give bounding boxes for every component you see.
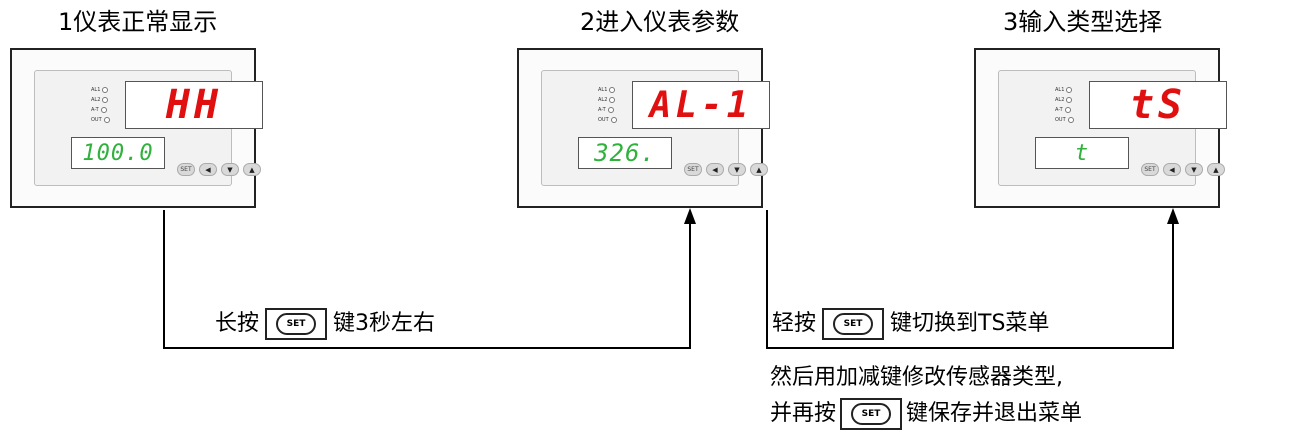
connector-2-to-3: [766, 210, 1174, 349]
led-al2: AL2: [598, 95, 617, 105]
led-out: OUT: [598, 115, 617, 125]
left-key[interactable]: ◀: [199, 163, 217, 176]
led-al2: AL2: [1055, 95, 1074, 105]
note-line-1: 然后用加减键修改传感器类型,: [770, 365, 1063, 390]
indicator-leds: AL1 AL2 A-T OUT: [91, 85, 110, 125]
transition-2-instruction: 轻按 SET 键切换到TS菜单: [772, 308, 1049, 340]
set-key[interactable]: SET: [177, 163, 195, 176]
led-at: A-T: [598, 105, 617, 115]
meter-input-type-select: AL1 AL2 A-T OUT tS t SET ◀ ▼ ▲: [974, 48, 1227, 208]
sv-display: 100.0: [71, 137, 165, 169]
meter-normal-display: AL1 AL2 A-T OUT HH 100.0 SET ◀ ▼ ▲: [10, 48, 263, 208]
set-button-icon: SET: [265, 308, 328, 340]
connector-1-to-2: [163, 210, 691, 349]
set-key[interactable]: SET: [684, 163, 702, 176]
led-out: OUT: [91, 115, 110, 125]
pv-display: AL-1: [632, 81, 770, 129]
meter-parameter-entry: AL1 AL2 A-T OUT AL-1 326. SET ◀ ▼ ▲: [517, 48, 770, 208]
up-key[interactable]: ▲: [750, 163, 768, 176]
transition-1-instruction: 长按 SET 键3秒左右: [215, 308, 435, 340]
transition-1-suffix: 键3秒左右: [333, 311, 436, 336]
keypad: SET ◀ ▼ ▲: [177, 163, 261, 176]
transition-2-suffix: 键切换到TS菜单: [890, 311, 1050, 336]
down-key[interactable]: ▼: [1185, 163, 1203, 176]
indicator-leds: AL1 AL2 A-T OUT: [1055, 85, 1074, 125]
sv-display: t: [1035, 137, 1129, 169]
keypad: SET ◀ ▼ ▲: [684, 163, 768, 176]
left-key[interactable]: ◀: [1163, 163, 1181, 176]
down-key[interactable]: ▼: [221, 163, 239, 176]
up-key[interactable]: ▲: [1207, 163, 1225, 176]
transition-2-prefix: 轻按: [772, 311, 817, 336]
led-out: OUT: [1055, 115, 1074, 125]
up-key[interactable]: ▲: [243, 163, 261, 176]
meter-face: AL1 AL2 A-T OUT tS t SET ◀ ▼ ▲: [998, 70, 1227, 186]
led-al1: AL1: [598, 85, 617, 95]
keypad: SET ◀ ▼ ▲: [1141, 163, 1225, 176]
set-key[interactable]: SET: [1141, 163, 1159, 176]
led-al2: AL2: [91, 95, 110, 105]
meter-face: AL1 AL2 A-T OUT AL-1 326. SET ◀ ▼ ▲: [541, 70, 770, 186]
led-al1: AL1: [91, 85, 110, 95]
step1-title: 1仪表正常显示: [58, 8, 218, 36]
transition-1-prefix: 长按: [215, 311, 260, 336]
final-note: 然后用加减键修改传感器类型, 并再按 SET 键保存并退出菜单: [770, 360, 1082, 432]
step2-title: 2进入仪表参数: [580, 8, 740, 36]
arrowhead-to-meter3: [1167, 208, 1179, 224]
led-at: A-T: [1055, 105, 1074, 115]
set-button-icon: SET: [840, 398, 903, 430]
step3-title: 3输入类型选择: [1003, 8, 1163, 36]
indicator-leds: AL1 AL2 A-T OUT: [598, 85, 617, 125]
down-key[interactable]: ▼: [728, 163, 746, 176]
arrowhead-to-meter2: [684, 208, 696, 224]
pv-display: HH: [125, 81, 263, 129]
led-at: A-T: [91, 105, 110, 115]
led-al1: AL1: [1055, 85, 1074, 95]
sv-display: 326.: [578, 137, 672, 169]
meter-face: AL1 AL2 A-T OUT HH 100.0 SET ◀ ▼ ▲: [34, 70, 263, 186]
note-line-2: 并再按 SET 键保存并退出菜单: [770, 396, 1082, 432]
pv-display: tS: [1089, 81, 1227, 129]
set-button-icon: SET: [822, 308, 885, 340]
left-key[interactable]: ◀: [706, 163, 724, 176]
